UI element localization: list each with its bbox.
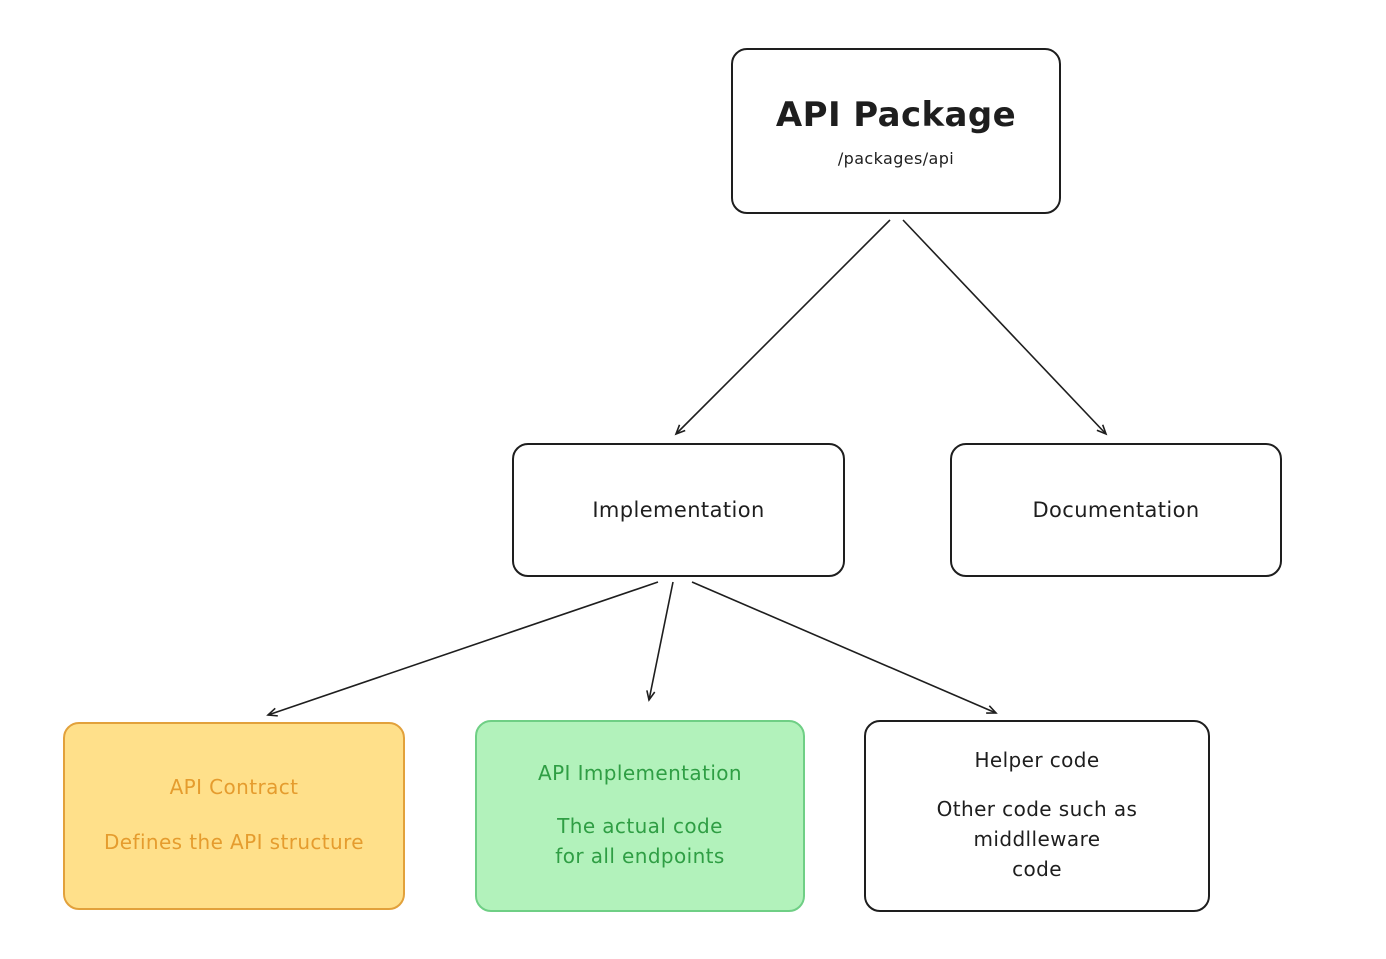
helper-code-description: Other code such as middlleware code: [936, 797, 1138, 881]
node-helper-code: Helper code Other code such as middllewa…: [864, 720, 1210, 912]
api-implementation-description: The actual code for all endpoints: [555, 814, 725, 868]
node-api-contract: API Contract Defines the API structure: [63, 722, 405, 910]
arrow-package-to-implementation: [674, 219, 891, 436]
arrow-implementation-to-api-implementation: [646, 581, 674, 702]
arrow-implementation-to-contract: [266, 581, 659, 717]
node-api-package: API Package /packages/api: [731, 48, 1061, 214]
api-implementation-title: API Implementation: [537, 761, 742, 785]
node-implementation: Implementation: [512, 443, 845, 577]
node-documentation: Documentation: [950, 443, 1282, 577]
documentation-label: Documentation: [1032, 498, 1200, 522]
api-contract-description: Defines the API structure: [104, 830, 364, 854]
arrow-implementation-to-helper-code: [691, 581, 998, 714]
api-contract-title: API Contract: [169, 775, 299, 799]
implementation-label: Implementation: [592, 498, 765, 522]
node-api-implementation: API Implementation The actual code for a…: [475, 720, 805, 912]
helper-code-title: Helper code: [974, 748, 1100, 772]
api-package-path: /packages/api: [837, 148, 955, 168]
api-package-title: API Package: [775, 94, 1017, 135]
arrow-package-to-documentation: [902, 219, 1108, 436]
